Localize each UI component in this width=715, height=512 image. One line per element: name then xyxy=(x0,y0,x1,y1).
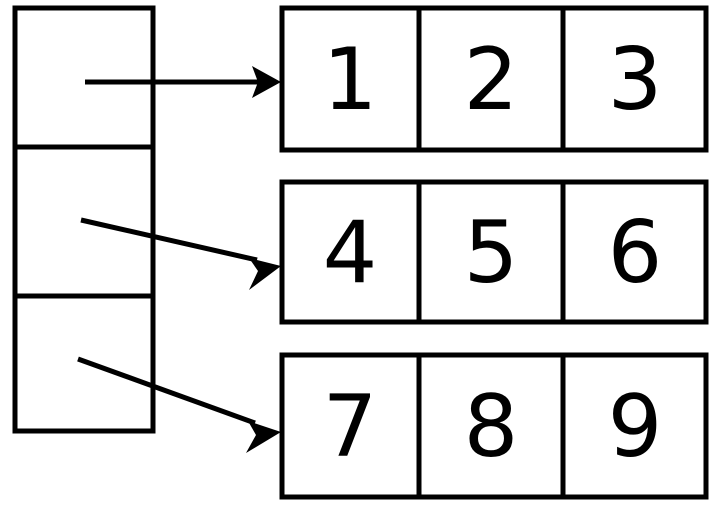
row-0-outline xyxy=(279,5,709,153)
arrow-to-row-2-shaft xyxy=(80,217,258,263)
row-2: 7 8 9 xyxy=(279,352,709,500)
row-0: 1 2 3 xyxy=(279,5,709,153)
row-2-outline xyxy=(279,352,709,500)
row-0-cell-0-value: 1 xyxy=(323,30,378,130)
arrow-to-row-1 xyxy=(85,66,281,98)
arrow-to-row-3-shaft xyxy=(77,356,256,426)
arrow-to-row-2 xyxy=(80,217,281,290)
row-1-outline xyxy=(279,179,709,325)
row-2-cell-0-value: 7 xyxy=(323,377,378,477)
arrow-to-row-2-head xyxy=(249,258,281,290)
row-0-cell-1-value: 2 xyxy=(464,30,519,130)
arrow-to-row-1-head xyxy=(252,66,281,98)
row-1-cell-1-value: 5 xyxy=(464,203,519,303)
arrow-to-row-3-head xyxy=(246,421,281,453)
row-1-cell-2-value: 6 xyxy=(608,203,663,303)
arrow-to-row-3 xyxy=(77,356,281,453)
row-2-cell-2-value: 9 xyxy=(608,377,663,477)
row-1: 4 5 6 xyxy=(279,179,709,325)
row-1-cell-0-value: 4 xyxy=(323,203,378,303)
row-2-cell-1-value: 8 xyxy=(464,377,519,477)
row-0-cell-2-value: 3 xyxy=(608,30,663,130)
